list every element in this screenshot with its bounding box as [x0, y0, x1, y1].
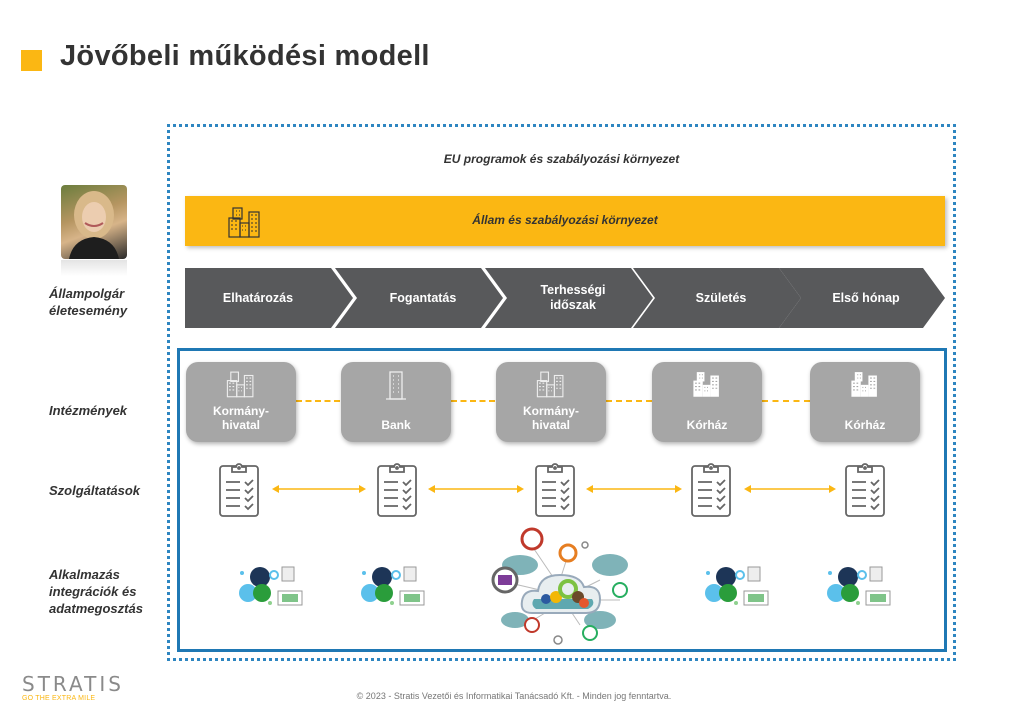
clipboard-checklist-icon	[691, 463, 731, 517]
institution-connector	[451, 400, 495, 402]
logo-tagline: GO THE EXTRA MILE	[22, 695, 96, 702]
logo-text: STRATIS	[22, 672, 124, 696]
row-label-institutions: Intézmények	[49, 403, 128, 418]
institution-box: Kormány-hivatal	[186, 362, 296, 442]
row-label-apps-line3: adatmegosztás	[49, 601, 143, 616]
citizen-photo	[61, 185, 127, 259]
row-label-apps-line1: Alkalmazás	[49, 567, 120, 582]
buildings-icon	[228, 207, 260, 238]
life-event-chevron: Születés	[633, 268, 801, 328]
bidirectional-arrow	[586, 485, 682, 493]
state-environment-bar: Állam és szabályozási környezet	[185, 196, 945, 246]
life-event-label-line2: időszak	[550, 298, 596, 312]
cloud-network-icon	[491, 527, 628, 645]
office-buildings-icon	[536, 371, 564, 398]
institution-box: Kormány-hivatal	[496, 362, 606, 442]
life-event-chevron: Első hónap	[779, 268, 945, 328]
copyright-text: © 2023 - Stratis Vezetői és Informatikai…	[356, 691, 672, 701]
life-event-label: Terhességi	[540, 283, 606, 297]
integration-gears-icon	[705, 566, 769, 606]
life-event-label: Születés	[695, 290, 747, 305]
life-event-chevron: Elhatározás	[185, 268, 353, 328]
hospital-buildings-icon	[851, 372, 877, 397]
bidirectional-arrow	[428, 485, 524, 493]
institution-box: Kórház	[652, 362, 762, 442]
institution-label-line2: hivatal	[531, 418, 570, 432]
life-event-label: Elhatározás	[222, 290, 294, 305]
clipboard-checklist-icon	[845, 463, 885, 517]
integration-gears-icon	[827, 566, 891, 606]
eu-environment-frame	[167, 124, 956, 661]
row-label-citizen-line2: életesemény	[49, 303, 128, 318]
state-environment-label: Állam és szabályozási környezet	[472, 213, 658, 227]
clipboard-checklist-icon	[535, 463, 575, 517]
row-label-services: Szolgáltatások	[49, 483, 141, 498]
institution-box: Bank	[341, 362, 451, 442]
institution-label: Kórház	[686, 418, 728, 432]
institution-box: Kórház	[810, 362, 920, 442]
institution-connector	[762, 400, 810, 402]
office-buildings-icon	[226, 371, 254, 398]
life-event-label: Első hónap	[832, 290, 900, 305]
institution-label-line2: hivatal	[221, 418, 260, 432]
page-title: Jövőbeli működési modell	[60, 40, 430, 72]
institution-connector	[296, 400, 340, 402]
bidirectional-arrow	[272, 485, 366, 493]
life-event-label: Fogantatás	[389, 290, 457, 305]
row-label-citizen-line1: Állampolgár	[49, 286, 125, 301]
integration-gears-icon	[361, 566, 425, 606]
row-label-citizen: Állampolgár életesemény	[49, 285, 127, 319]
operations-frame	[177, 348, 947, 652]
hospital-buildings-icon	[693, 372, 719, 397]
integration-gears-icon	[239, 566, 303, 606]
title-accent-square	[21, 50, 42, 71]
eu-environment-label: EU programok és szabályozási környezet	[443, 152, 680, 166]
institution-label: Kórház	[844, 418, 886, 432]
clipboard-checklist-icon	[219, 463, 259, 517]
clipboard-checklist-icon	[377, 463, 417, 517]
institution-connector	[606, 400, 652, 402]
institution-label: Kormány-	[522, 404, 579, 418]
life-event-chevron: Fogantatás	[335, 268, 503, 328]
row-label-apps-line2: integrációk és	[49, 584, 137, 599]
institution-label: Kormány-	[212, 404, 269, 418]
institution-label: Bank	[381, 418, 411, 432]
tower-building-icon	[386, 371, 406, 400]
row-label-apps: Alkalmazás integrációk és adatmegosztás	[49, 566, 143, 617]
photo-reflection	[61, 260, 127, 276]
stratis-logo: STRATIS GO THE EXTRA MILE	[22, 674, 124, 702]
bidirectional-arrow	[744, 485, 836, 493]
